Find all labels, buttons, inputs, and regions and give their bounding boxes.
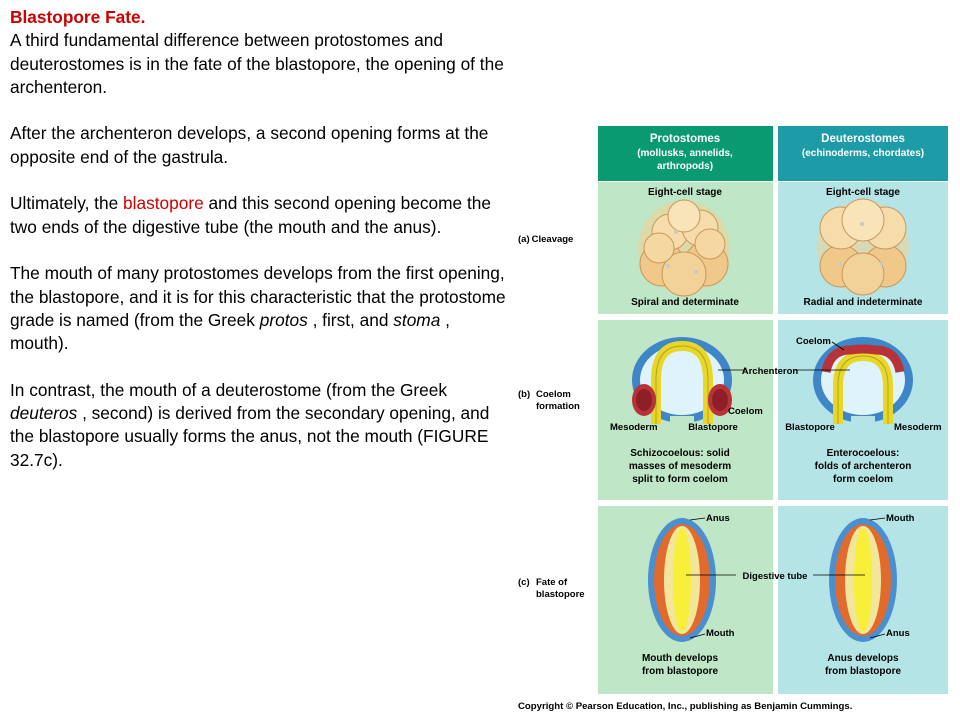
p4-text-a: The mouth of many protostomes develops f… (10, 263, 506, 330)
deuterostome-header (778, 126, 948, 181)
mesoderm-label-protostome: Mesoderm (610, 422, 658, 433)
deuterostome-coelom-caption-2: folds of archenteron (815, 461, 912, 472)
protostome-header-sub1: (mollusks, annelids, (637, 148, 733, 159)
protostome-coelom-caption-1: Schizocoelous: solid (630, 448, 729, 459)
paragraph-5: In contrast, the mouth of a deuterostome… (10, 379, 510, 472)
row-a-label: (a)Cleavage (518, 234, 573, 245)
p3-text-b: and this second opening become the two e… (10, 193, 491, 237)
coelom-label-deuterostome: Coelom (796, 336, 831, 347)
p4-italic-protos: protos (259, 309, 308, 330)
p4-text-c: , mouth). (10, 309, 450, 354)
enterocoelous-embryo (813, 337, 913, 430)
row-c-letter: (c) (518, 577, 530, 588)
row-b-label-1: Coelom (536, 389, 571, 400)
protostome-header (598, 126, 773, 181)
protostome-cleavage-caption: Spiral and determinate (631, 297, 739, 308)
protostome-fate-caption-2: from blastopore (642, 666, 719, 677)
p4-italic-stoma: stoma (393, 309, 441, 330)
copyright-notice: Copyright © Pearson Education, Inc., pub… (518, 701, 853, 712)
coelom-label-protostome: Coelom (728, 406, 763, 417)
paragraph-4: The mouth of many protostomes develops f… (10, 262, 510, 355)
deuterostome-coelom-caption-1: Enterocoelous: (827, 448, 900, 459)
p5-italic-deuteros: deuteros (10, 403, 78, 424)
protostome-fate-caption-1: Mouth develops (642, 653, 719, 664)
paragraph-3: Ultimately, the blastopore and this seco… (10, 192, 510, 239)
protostome-coelom-caption-2: masses of mesoderm (629, 461, 731, 472)
deuterostome-cleavage-caption: Radial and indeterminate (804, 297, 923, 308)
mesoderm-label-deuterostome: Mesoderm (894, 422, 942, 433)
p4-text-b: , first, and (307, 309, 394, 330)
p3-text-a: Ultimately, the (10, 193, 124, 214)
text-column: Blastopore Fate. A third fundamental diff… (10, 6, 510, 495)
row-c-label-1: Fate of (536, 577, 568, 588)
protostome-header-title: Protostomes (650, 133, 720, 145)
deuterostome-gut-diagram (829, 518, 897, 642)
row-b-label-2: formation (536, 401, 580, 412)
row-c-label-2: blastopore (536, 589, 585, 600)
slide-title: Blastopore Fate. (10, 7, 146, 27)
paragraph-1: A third fundamental difference between p… (10, 30, 504, 97)
mouth-label-protostome: Mouth (706, 628, 735, 639)
blastopore-label-deuterostome: Blastopore (785, 422, 835, 433)
deuterostome-header-title: Deuterostomes (821, 133, 905, 145)
deuterostome-coelom-caption-3: form coelom (833, 474, 893, 485)
p5-text-a: In contrast, the mouth of a deuterostome… (10, 379, 448, 400)
protostome-header-sub2: arthropods) (657, 161, 713, 172)
blastopore-label-protostome: Blastopore (688, 422, 738, 433)
protostome-gut-diagram (648, 518, 716, 642)
protostome-deuterostome-figure: Protostomes (mollusks, annelids, arthrop… (510, 124, 960, 700)
mouth-label-deuterostome: Mouth (886, 513, 915, 524)
radial-embryo (817, 198, 909, 296)
deuterostome-fate-caption-1: Anus develops (827, 653, 899, 664)
paragraph-2: After the archenteron develops, a second… (10, 123, 489, 167)
protostome-eight-cell-label: Eight-cell stage (648, 187, 722, 198)
protostome-coelom-caption-3: split to form coelom (632, 474, 728, 485)
archenteron-label: Archenteron (742, 366, 799, 377)
schizocoelous-embryo (632, 337, 732, 430)
row-b-letter: (b) (518, 389, 530, 400)
digestive-tube-label: Digestive tube (743, 571, 808, 582)
deuterostome-header-sub: (echinoderms, chordates) (802, 148, 924, 159)
anus-label-deuterostome: Anus (886, 628, 910, 639)
anus-label-protostome: Anus (706, 513, 730, 524)
p3-highlight: blastopore (123, 193, 204, 214)
spiral-embryo (638, 199, 730, 297)
deuterostome-eight-cell-label: Eight-cell stage (826, 187, 900, 198)
deuterostome-fate-caption-2: from blastopore (825, 666, 902, 677)
p5-text-b: , second) is derived from the secondary … (10, 403, 490, 470)
